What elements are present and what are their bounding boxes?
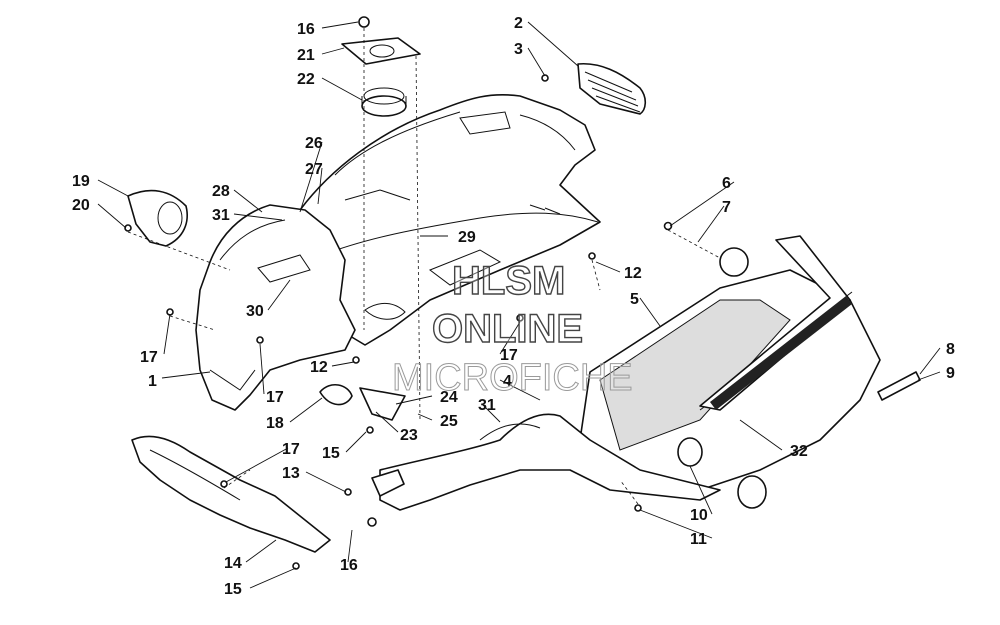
callout-17-bumper: 17 — [282, 441, 300, 458]
assembly-lines — [127, 28, 721, 505]
watermark-line-3: MICROFICHE — [392, 357, 633, 399]
callout-23: 23 — [400, 427, 418, 444]
latch — [371, 469, 405, 497]
callout-17-center: 17 — [500, 347, 518, 364]
callout-22: 22 — [297, 71, 315, 88]
watermark-line-2: ONLINE — [432, 307, 583, 351]
callout-labels: 16 21 22 2 3 26 27 19 20 28 31 29 6 7 12… — [72, 15, 955, 598]
callout-12-lower: 12 — [310, 359, 328, 376]
callout-19: 19 — [72, 173, 90, 190]
callout-6: 6 — [722, 175, 731, 192]
callout-13: 13 — [282, 465, 300, 482]
callout-9: 9 — [946, 365, 955, 382]
bracket — [359, 387, 406, 421]
callout-15: 15 — [322, 445, 340, 462]
callout-18: 18 — [266, 415, 284, 432]
callout-21: 21 — [297, 47, 315, 64]
washer — [719, 247, 749, 277]
hood-panel — [299, 93, 601, 346]
callout-20: 20 — [72, 197, 90, 214]
callout-17-left: 17 — [266, 389, 284, 406]
callout-24: 24 — [440, 389, 458, 406]
left-side-panel — [195, 204, 356, 411]
callout-1: 1 — [148, 373, 157, 390]
callout-4: 4 — [503, 373, 512, 390]
callout-8: 8 — [946, 341, 955, 358]
callout-15-lower: 15 — [224, 581, 242, 598]
callout-32: 32 — [790, 443, 808, 460]
watermark: HLSM ONLINE MICROFICHE — [392, 258, 634, 399]
cap-plug — [737, 475, 767, 509]
callout-25: 25 — [440, 413, 458, 430]
callout-14: 14 — [224, 555, 242, 572]
callout-17: 17 — [140, 349, 158, 366]
nut — [358, 16, 370, 28]
mounting-plate — [341, 37, 421, 65]
callout-16-lower: 16 — [340, 557, 358, 574]
clamp-ring — [319, 384, 353, 406]
callout-31-lower: 31 — [478, 397, 496, 414]
callout-12: 12 — [624, 265, 642, 282]
callout-16: 16 — [297, 21, 315, 38]
vent-grill — [577, 62, 647, 115]
callout-2: 2 — [514, 15, 523, 32]
boot-grommet — [361, 87, 407, 117]
callout-31: 31 — [212, 207, 230, 224]
front-bumper — [131, 435, 331, 553]
fasteners — [124, 74, 673, 570]
callout-5: 5 — [630, 291, 639, 308]
trim-strip — [699, 235, 852, 411]
callout-27: 27 — [305, 161, 323, 178]
access-cover — [677, 437, 703, 467]
callout-11: 11 — [690, 531, 707, 548]
leader-lines — [97, 21, 941, 589]
callout-26: 26 — [305, 135, 323, 152]
callout-28: 28 — [212, 183, 230, 200]
belly-pan — [379, 413, 721, 511]
callout-30: 30 — [246, 303, 264, 320]
callout-3: 3 — [514, 41, 523, 58]
callout-10: 10 — [690, 507, 708, 524]
callout-7: 7 — [722, 199, 731, 216]
callout-29: 29 — [458, 229, 476, 246]
watermark-line-1: HLSM — [452, 259, 565, 303]
reflector — [877, 371, 921, 401]
intake-boot — [127, 189, 188, 247]
